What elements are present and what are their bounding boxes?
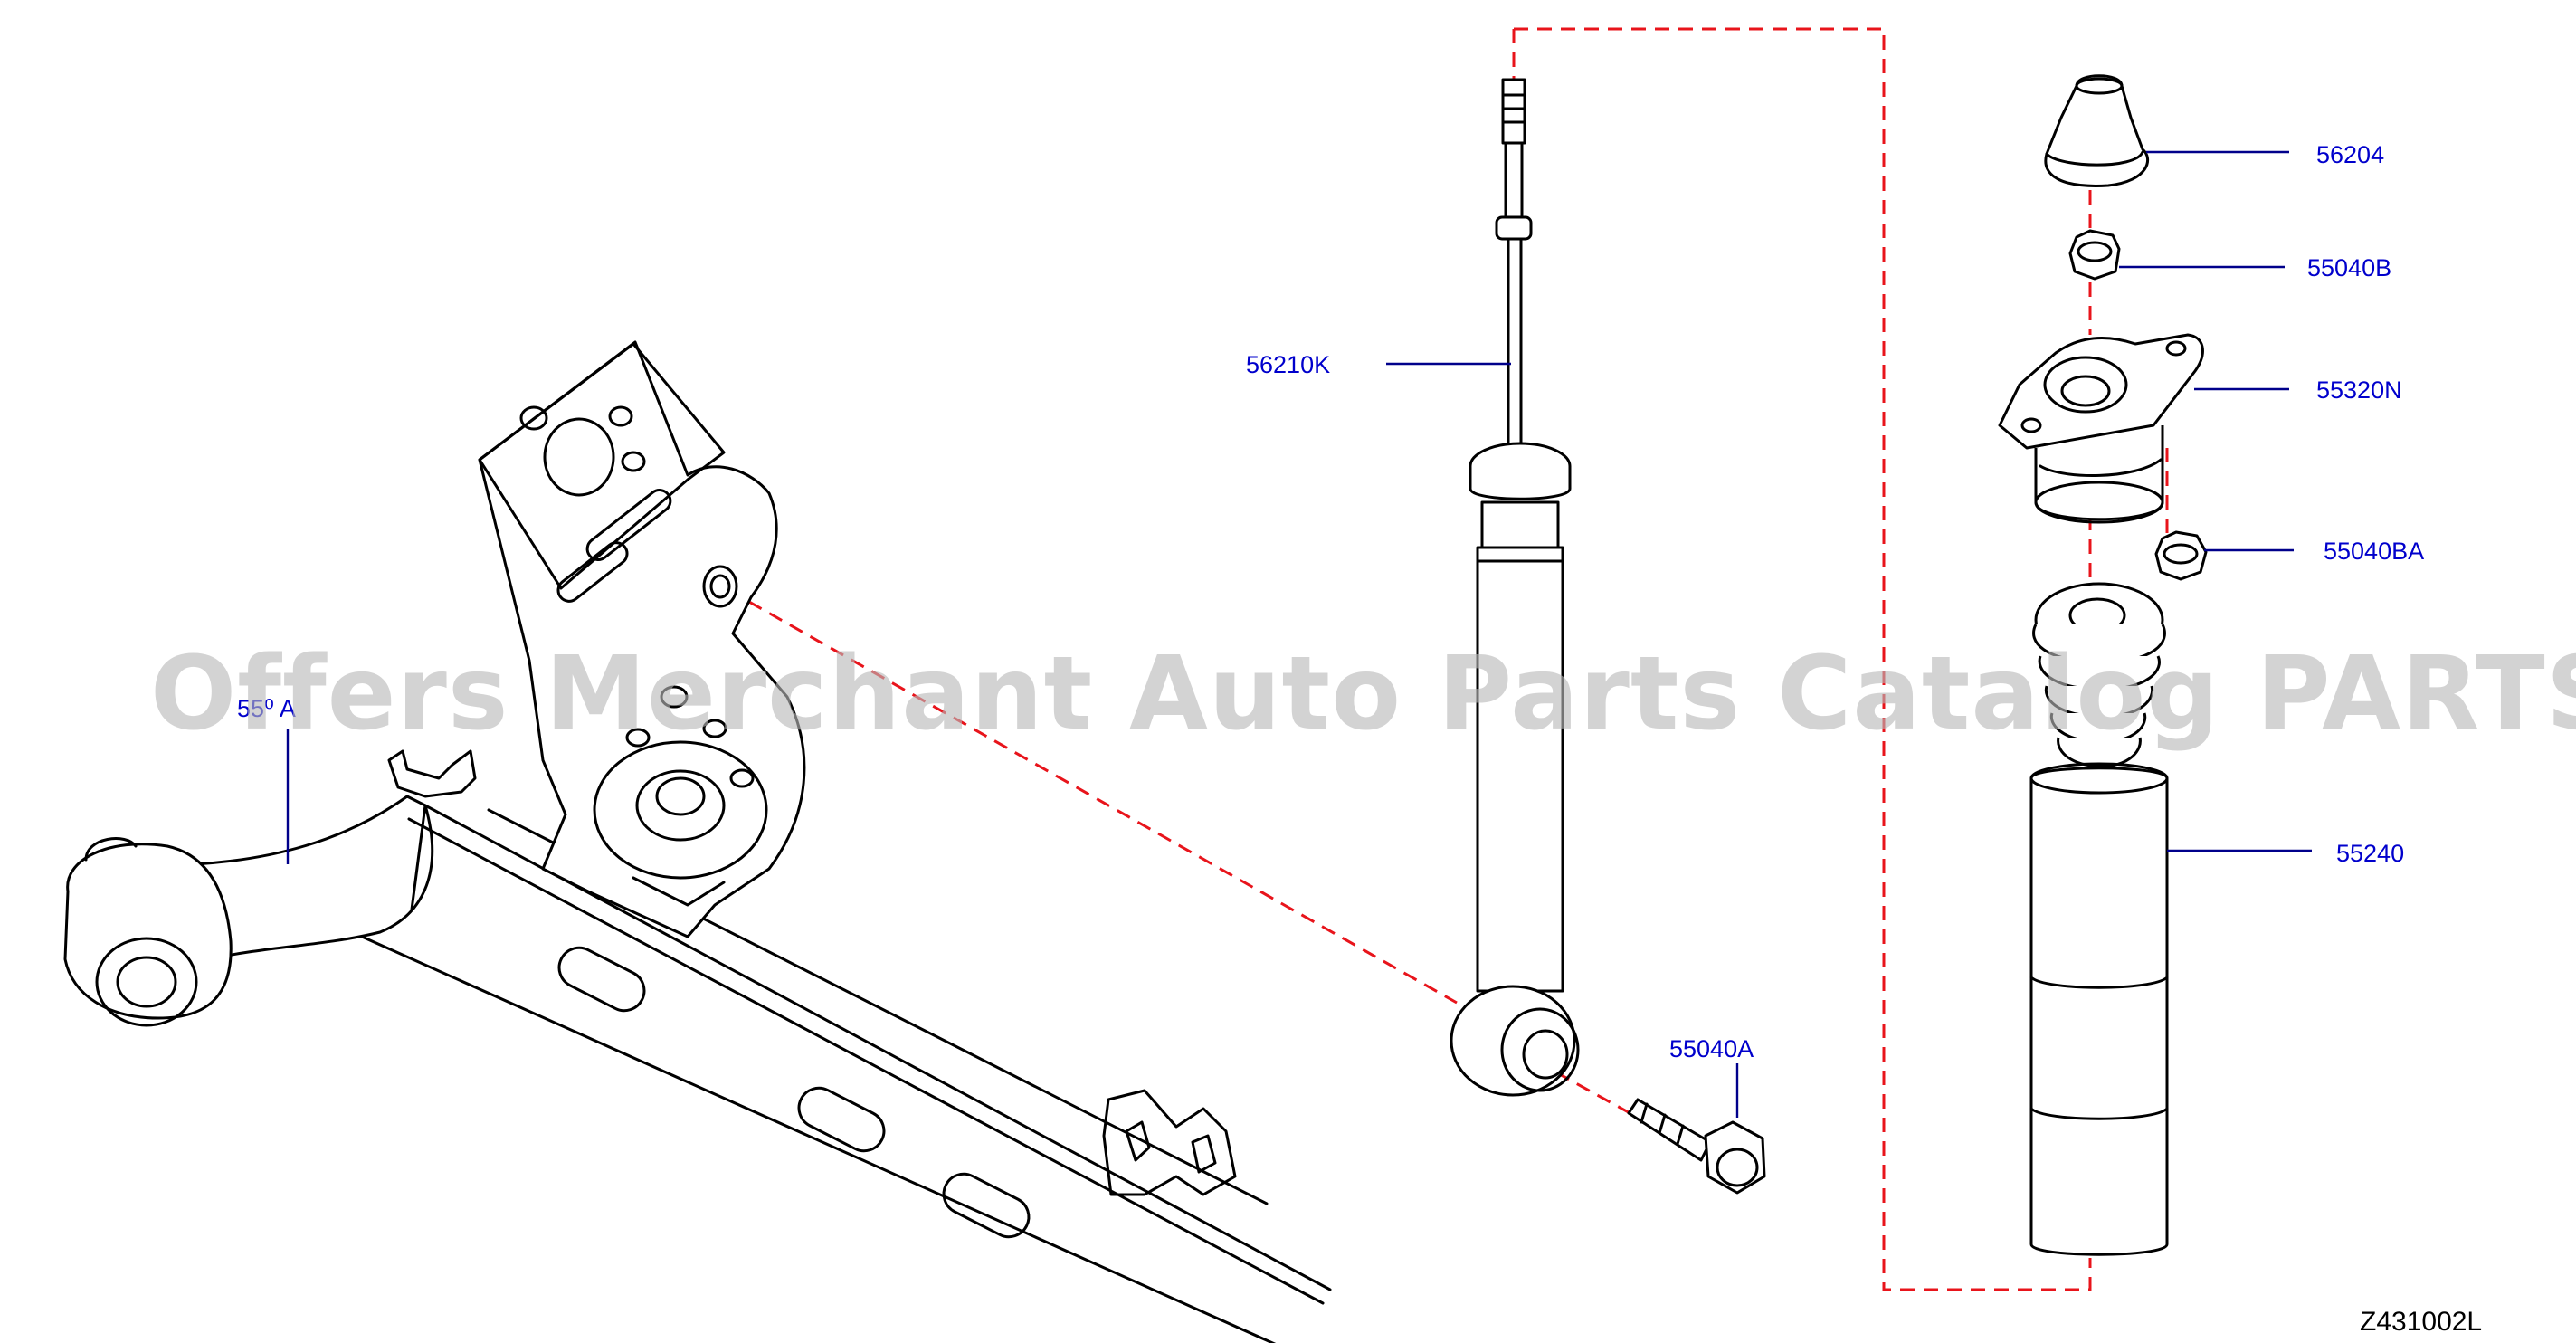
mount-cap bbox=[2044, 74, 2150, 187]
catalog-watermark: Offers Merchant Auto Parts Catalog PARTS… bbox=[150, 635, 2576, 753]
lower-nut bbox=[2154, 530, 2208, 581]
lower-mount-bolt bbox=[1627, 1098, 1766, 1195]
label-56204: 56204 bbox=[2316, 141, 2384, 168]
label-55240: 55240 bbox=[2336, 840, 2404, 867]
rear-axle-beam bbox=[360, 804, 1332, 1343]
label-obscured-part: 55⁰ A bbox=[237, 695, 296, 722]
upper-mount-insulator bbox=[1998, 333, 2204, 524]
callout-leaders bbox=[286, 150, 2312, 1118]
label-55320N: 55320N bbox=[2316, 376, 2402, 404]
shock-mount-bracket bbox=[478, 340, 806, 938]
shock-absorber bbox=[1450, 78, 1580, 1097]
upper-nut bbox=[2068, 229, 2121, 281]
callout-labels: 56210K 56204 55040B 55320N 55040BA 55240… bbox=[237, 141, 2424, 1062]
label-55040B: 55040B bbox=[2307, 254, 2391, 281]
trailing-arm bbox=[63, 749, 477, 1027]
label-55040BA: 55040BA bbox=[2324, 538, 2424, 565]
bump-stop-boot bbox=[2029, 582, 2169, 1256]
label-55040A: 55040A bbox=[1669, 1035, 1754, 1062]
diagram-code: Z431002L bbox=[2360, 1307, 2482, 1337]
label-56210K: 56210K bbox=[1246, 351, 1330, 378]
